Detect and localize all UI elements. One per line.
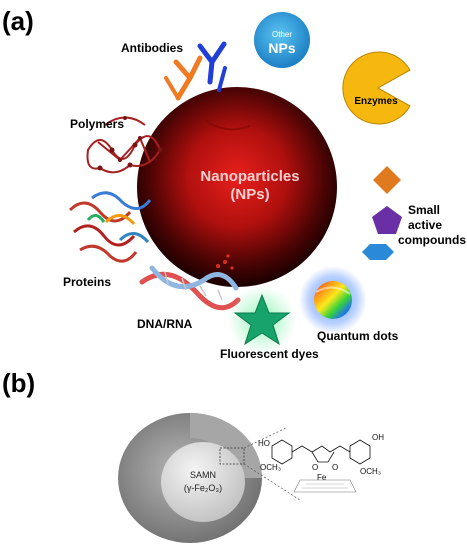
np-title-line1: Nanoparticles bbox=[200, 168, 299, 185]
np-title-line2: (NPs) bbox=[230, 186, 269, 203]
pentagon-compound-icon bbox=[372, 206, 402, 234]
label-enzymes: Enzymes bbox=[354, 96, 398, 107]
protein-icon bbox=[68, 191, 152, 263]
label-polymers: Polymers bbox=[70, 117, 124, 131]
fluorescent-dye-star-icon bbox=[233, 293, 291, 346]
diamond-compound-icon bbox=[373, 166, 401, 194]
chem-ho-1: HO bbox=[258, 439, 270, 448]
other-nps-icon bbox=[254, 12, 310, 68]
shell-cutaway bbox=[190, 413, 262, 478]
chem-och3-2: OCH₃ bbox=[360, 467, 381, 476]
np-dots bbox=[216, 254, 234, 270]
chem-o-1: O bbox=[312, 463, 318, 472]
antibody-orange-icon bbox=[164, 55, 203, 101]
hexagon-compound-icon bbox=[362, 244, 394, 260]
label-small-active-2: active bbox=[408, 218, 442, 232]
chem-och3-1: OCH₃ bbox=[260, 463, 281, 472]
label-quantum-dots: Quantum dots bbox=[317, 329, 399, 343]
samn-formula: (γ-Fe₂O₃) bbox=[184, 483, 222, 493]
chem-o-2: O bbox=[332, 463, 338, 472]
chemical-structure bbox=[271, 439, 371, 493]
other-nps-big-text: NPs bbox=[268, 40, 295, 56]
label-proteins: Proteins bbox=[63, 275, 111, 289]
zoom-line-bottom bbox=[243, 463, 301, 501]
enzyme-icon bbox=[342, 51, 411, 125]
nanoparticle-sphere bbox=[137, 87, 337, 287]
chem-oh-2: OH bbox=[372, 433, 384, 442]
zoom-box bbox=[219, 447, 245, 465]
label-antibodies: Antibodies bbox=[121, 41, 183, 55]
other-nps-small-text: Other bbox=[272, 30, 292, 39]
chem-fe: Fe bbox=[317, 473, 327, 482]
label-fluorescent-dyes: Fluorescent dyes bbox=[220, 347, 319, 361]
quantum-dot-band bbox=[315, 286, 351, 295]
dna-icon bbox=[139, 265, 241, 311]
antibody-blue-icon bbox=[197, 41, 227, 92]
label-small-active-1: Small bbox=[408, 203, 440, 217]
label-dna-rna: DNA/RNA bbox=[137, 317, 193, 331]
polymer-nodes bbox=[97, 116, 163, 171]
np-internal-detail bbox=[204, 119, 251, 131]
samn-core bbox=[161, 442, 245, 522]
label-small-active-3: compounds bbox=[398, 233, 466, 247]
panel-b-label: (b) bbox=[2, 368, 35, 398]
dna-rungs bbox=[164, 271, 223, 301]
samn-label: SAMN bbox=[190, 470, 216, 480]
panel-a-label: (a) bbox=[2, 6, 34, 36]
